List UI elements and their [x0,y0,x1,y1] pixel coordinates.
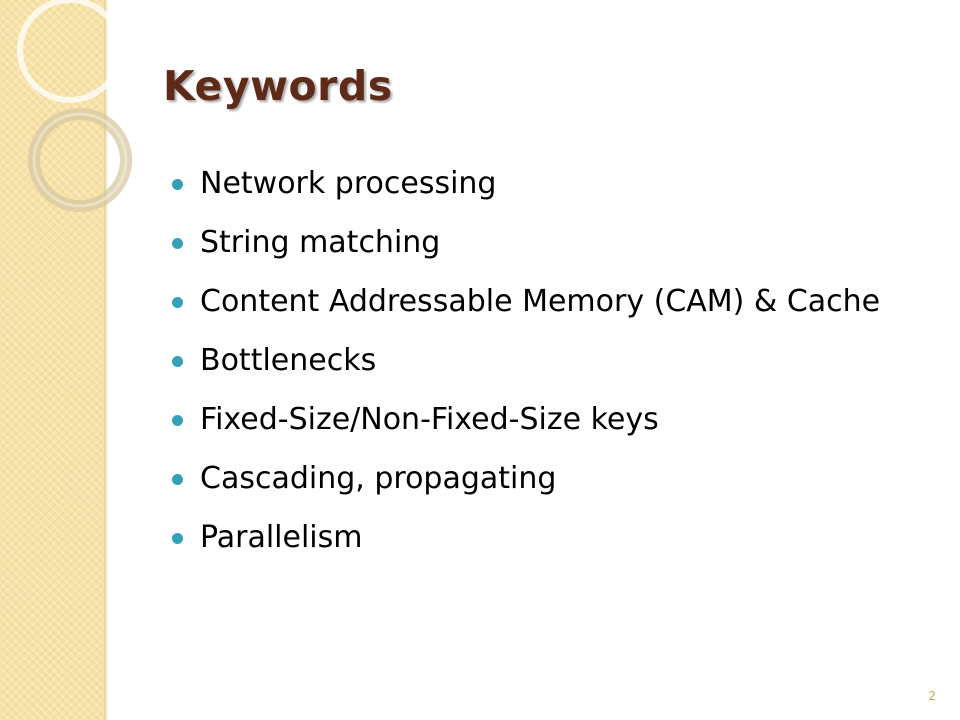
bullet-text: Network processing [200,166,497,201]
bullet-item: Cascading, propagating [172,460,912,498]
bullet-dot-icon [172,297,183,308]
bullet-item: String matching [172,224,912,262]
bullet-text: String matching [200,225,441,260]
side-strip-edge [104,0,108,720]
bullet-item: Bottlenecks [172,342,912,380]
bullet-text: Content Addressable Memory (CAM) & Cache [200,284,881,319]
page-number: 2 [928,689,936,703]
bullet-dot-icon [172,533,183,544]
slide-title: Keywords [163,62,393,110]
bullet-text: Fixed-Size/Non-Fixed-Size keys [200,402,659,437]
bullet-dot-icon [172,415,183,426]
decorative-circles [17,0,132,212]
bullet-text: Bottlenecks [200,343,377,378]
bullet-dot-icon [172,356,183,367]
bullet-item: Network processing [172,165,912,203]
bullet-text: Parallelism [200,520,363,555]
bullet-item: Content Addressable Memory (CAM) & Cache [172,283,912,321]
bullet-dot-icon [172,179,183,190]
bullet-item: Fixed-Size/Non-Fixed-Size keys [172,401,912,439]
bullet-text: Cascading, propagating [200,461,557,496]
bullet-item: Parallelism [172,519,912,557]
bullet-dot-icon [172,238,183,249]
bullet-dot-icon [172,474,183,485]
bullet-list: Network processing String matching Conte… [172,165,912,578]
